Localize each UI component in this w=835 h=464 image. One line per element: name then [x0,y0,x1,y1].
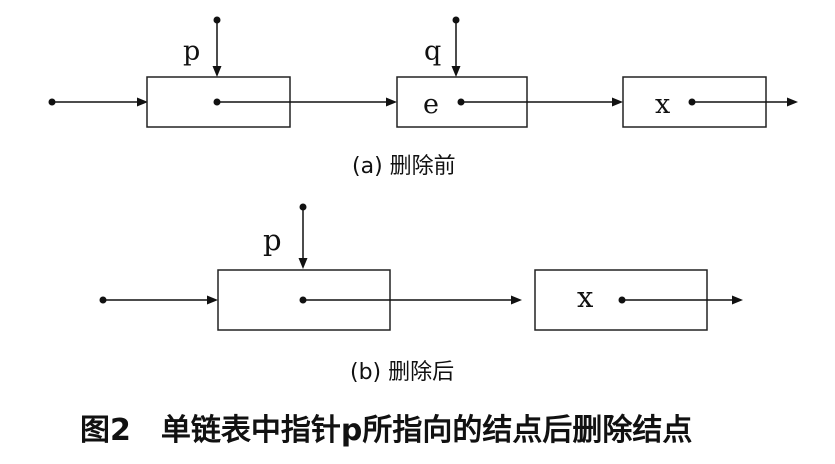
after-head-link-arrowhead [207,295,218,305]
after-pointer-p-arrowhead [298,258,308,269]
node-1-next-arrowhead [386,97,397,107]
after-node-2-next-arrowhead [732,295,743,305]
pointer-p-label: p [183,36,200,67]
after-diagram: p x (b) 删除后 [99,203,743,385]
after-node-1-next-arrowhead [511,295,522,305]
before-caption: (a) 删除前 [352,154,456,179]
node-3-next-arrowhead [787,97,798,107]
pointer-q-arrowhead [451,66,461,77]
pointer-p-arrowhead [212,66,222,77]
node-3-value: x [655,89,670,120]
node-2-value: e [423,89,439,120]
pointer-q-label: q [424,36,441,67]
after-node-2-value: x [577,280,593,314]
node-2-next-arrowhead [612,97,623,107]
after-pointer-p-label: p [263,223,282,257]
after-caption: (b) 删除后 [350,360,454,385]
figure-caption: 图2 单链表中指针p所指向的结点后删除结点 [80,413,692,448]
before-diagram: p e q x (a) 删除前 [48,16,798,179]
head-link-arrowhead [137,97,148,107]
